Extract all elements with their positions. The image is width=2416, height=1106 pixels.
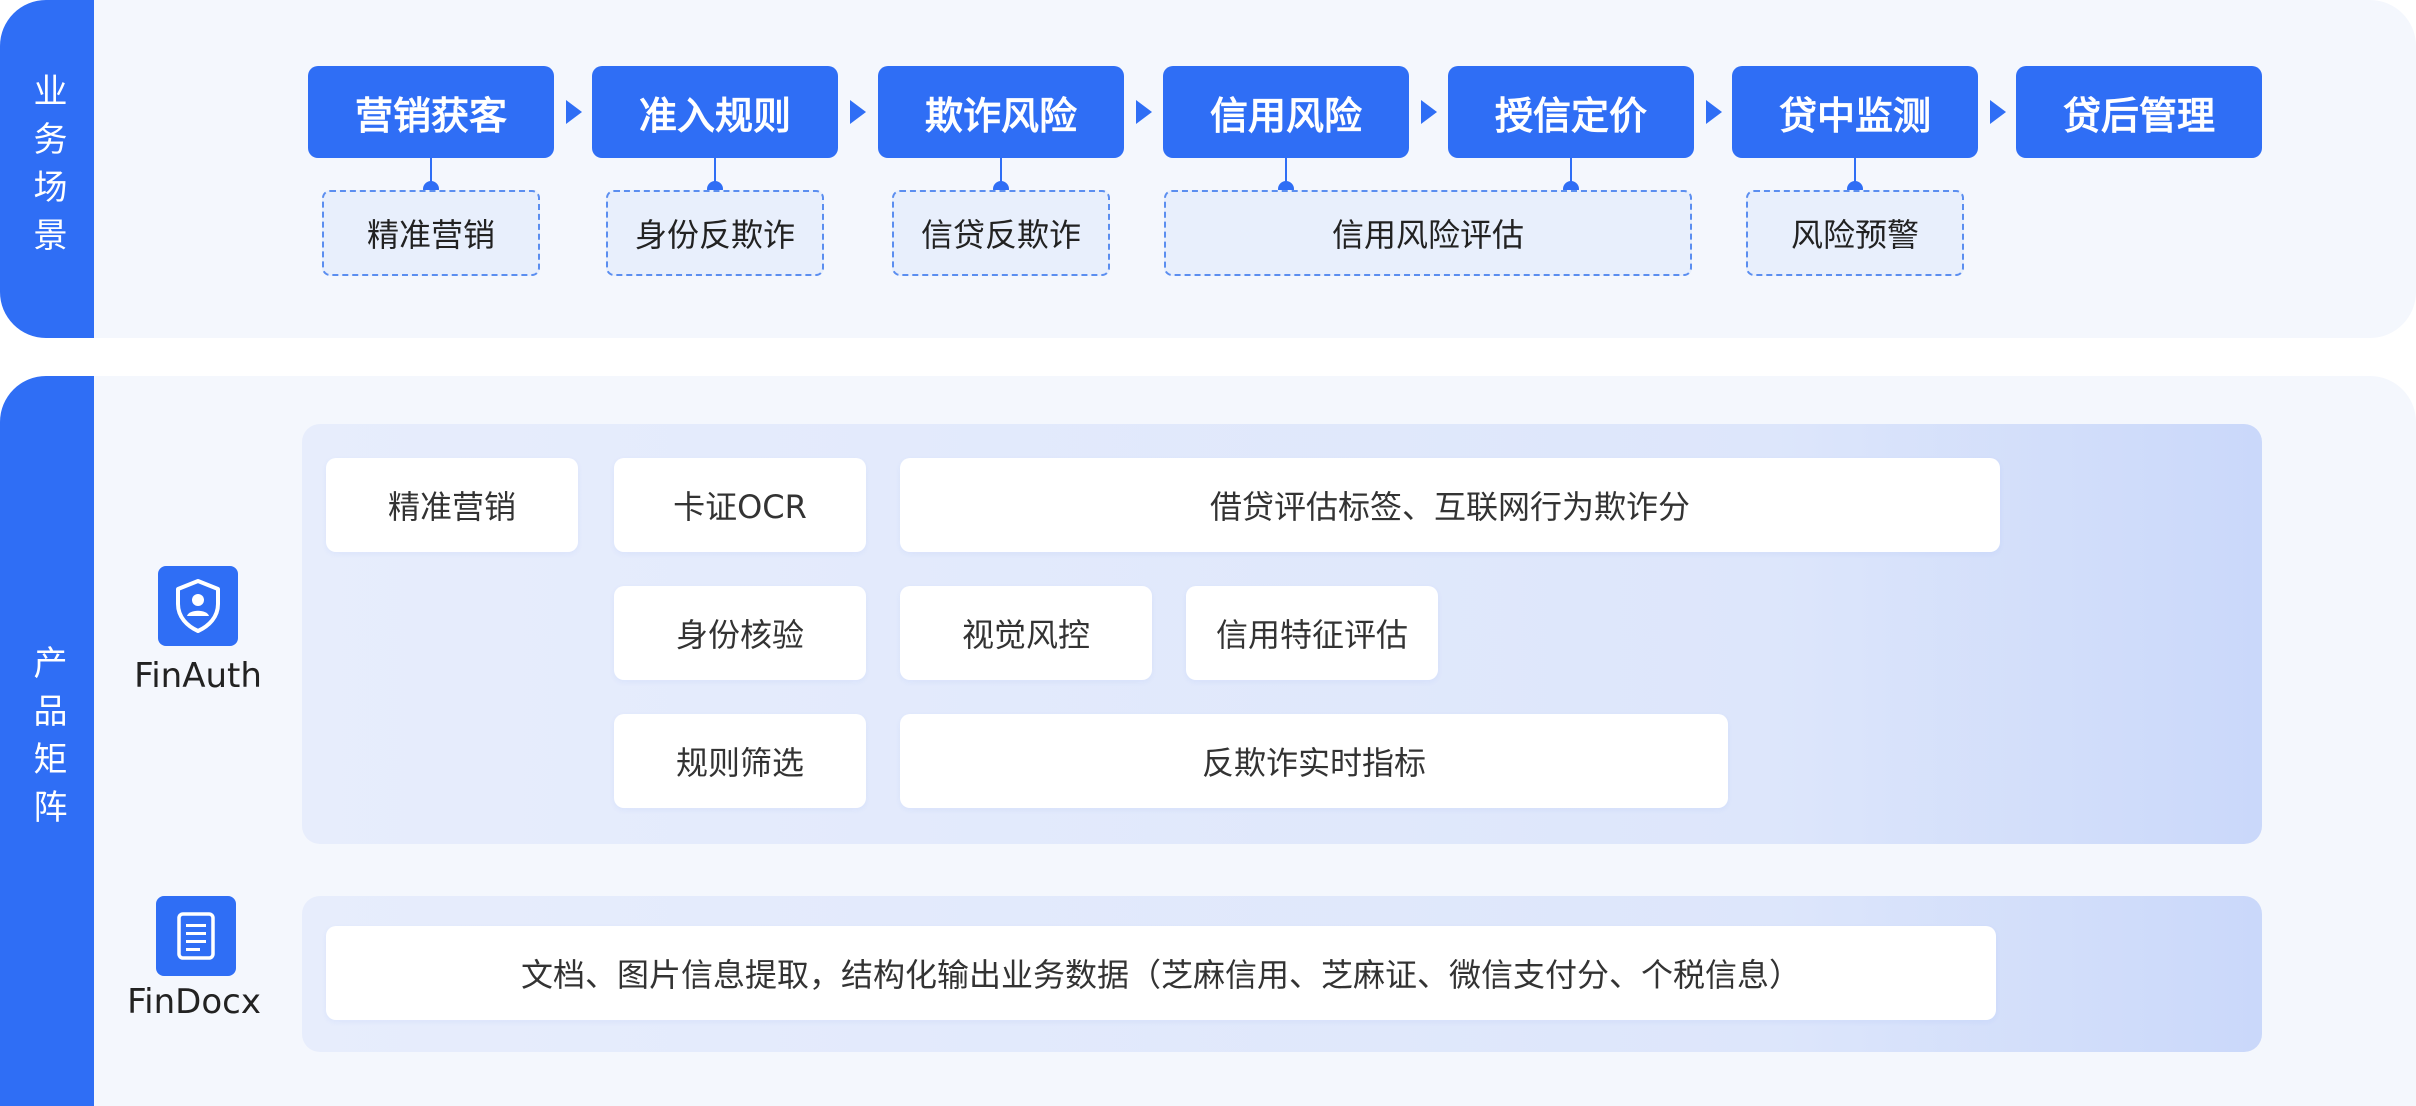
connector-line [1000,158,1002,188]
stage-credit-pricing: 授信定价 [1448,66,1694,158]
feature-card: 精准营销 [326,458,578,552]
connector-line [430,158,432,188]
stage-fraud-risk: 欺诈风险 [878,66,1124,158]
finauth-feature-area: 精准营销 卡证OCR 借贷评估标签、互联网行为欺诈分 身份核验 视觉风控 信用特… [302,424,2262,844]
flow-arrow-icon [1990,100,2006,124]
flow-arrow-icon [1421,100,1437,124]
feature-card: 借贷评估标签、互联网行为欺诈分 [900,458,2000,552]
feature-card: 身份核验 [614,586,866,680]
feature-card: 信用特征评估 [1186,586,1438,680]
product-matrix-label: 产品矩阵 [27,645,67,837]
connector-line [1285,158,1287,188]
stage-in-loan-monitoring: 贷中监测 [1732,66,1978,158]
scenario-identity-anti-fraud: 身份反欺诈 [606,190,824,276]
document-icon [156,896,236,976]
product-name-findocx: FinDocx [127,982,261,1022]
connector-line [1570,158,1572,188]
stage-credit-risk: 信用风险 [1163,66,1409,158]
business-scenario-panel: 业务场景 营销获客 准入规则 欺诈风险 信用风险 授信定价 贷中监测 贷后管理 … [0,0,2416,338]
connector-line [1854,158,1856,188]
feature-card: 视觉风控 [900,586,1152,680]
flow-arrow-icon [1706,100,1722,124]
flow-arrow-icon [566,100,582,124]
stage-admission-rules: 准入规则 [592,66,838,158]
flow-arrow-icon [1136,100,1152,124]
business-scenario-sidebar: 业务场景 [0,0,94,338]
product-name-finauth: FinAuth [134,656,262,696]
flow-arrow-icon [850,100,866,124]
scenario-precision-marketing: 精准营销 [322,190,540,276]
feature-card: 反欺诈实时指标 [900,714,1728,808]
feature-card: 卡证OCR [614,458,866,552]
feature-card: 规则筛选 [614,714,866,808]
scenario-credit-risk-assessment: 信用风险评估 [1164,190,1692,276]
connector-line [714,158,716,188]
product-matrix-panel: 产品矩阵 FinAuth 精准营销 卡证OCR 借贷评估标签、互联网行为欺诈分 … [0,376,2416,1106]
product-matrix-sidebar: 产品矩阵 [0,376,94,1106]
scenario-risk-warning: 风险预警 [1746,190,1964,276]
stage-post-loan-management: 贷后管理 [2016,66,2262,158]
stage-marketing: 营销获客 [308,66,554,158]
feature-card: 文档、图片信息提取，结构化输出业务数据（芝麻信用、芝麻证、微信支付分、个税信息） [326,926,1996,1020]
findocx-feature-area: 文档、图片信息提取，结构化输出业务数据（芝麻信用、芝麻证、微信支付分、个税信息） [302,896,2262,1052]
shield-user-icon [158,566,238,646]
scenario-credit-anti-fraud: 信贷反欺诈 [892,190,1110,276]
business-scenario-label: 业务场景 [27,73,67,265]
